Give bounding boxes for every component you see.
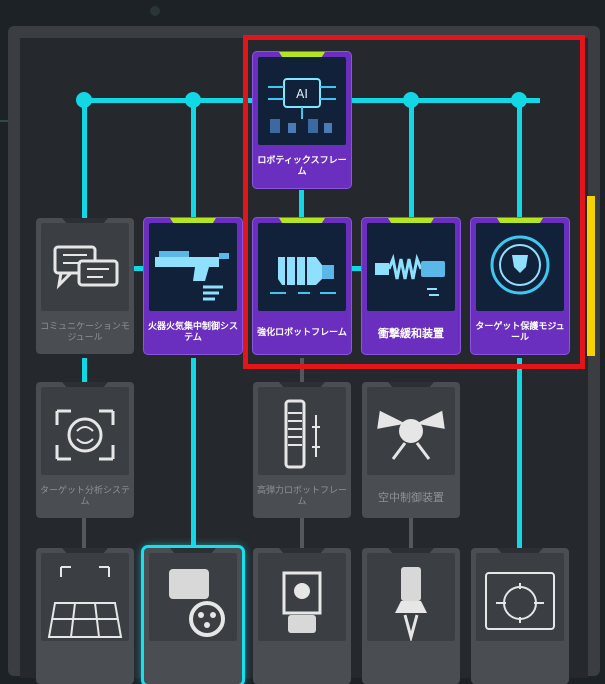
skill-card-firearms-control[interactable]: 火器火気集中制御システム — [144, 218, 242, 354]
skill-card-robotics-frame[interactable]: AI ロボティックスフレーム — [253, 52, 351, 188]
skill-card-reinforced-frame[interactable]: 強化ロボットフレーム — [253, 218, 351, 354]
scope-icon — [476, 553, 564, 641]
connector-line — [82, 98, 87, 218]
svg-text:AI: AI — [296, 87, 308, 101]
skill-card-grid-floor[interactable] — [36, 548, 134, 684]
skill-card-label: 火器火気集中制御システム — [147, 322, 238, 343]
speech-bubbles-icon — [41, 223, 129, 311]
skill-card-aerial-control[interactable]: 空中制御装置 — [362, 382, 460, 518]
connector-line-locked — [409, 518, 413, 548]
skill-card-label: ロボティックスフレーム — [257, 156, 347, 177]
grid-floor-icon — [41, 553, 129, 641]
gun-icon — [149, 223, 237, 311]
skill-card-high-elastic-frame[interactable]: 高弾力ロボットフレーム — [253, 382, 351, 518]
accent-bar — [587, 196, 595, 356]
cannon-icon — [149, 553, 237, 641]
connector-line-locked — [300, 358, 304, 384]
connector-node — [76, 92, 92, 108]
connector-line — [82, 358, 87, 384]
connector-line-locked — [82, 518, 86, 548]
connector-node — [185, 92, 201, 108]
skill-card-label: 強化ロボットフレーム — [257, 327, 347, 338]
skill-card-scope[interactable] — [471, 548, 569, 684]
skill-card-label: ターゲット分析システム — [39, 486, 130, 507]
fist-icon — [258, 223, 346, 311]
connector-line — [191, 358, 196, 548]
connector-line — [134, 266, 146, 271]
connector-line-locked — [300, 518, 304, 548]
skill-card-label: 高弾力ロボットフレーム — [256, 486, 347, 507]
skill-card-target-analysis[interactable]: ターゲット分析システム — [36, 382, 134, 518]
skill-card-communication[interactable]: コミュニケーションモジュール — [36, 218, 134, 354]
ai-chip-icon: AI — [258, 57, 346, 145]
connector-line — [352, 266, 364, 271]
connector-line — [517, 358, 522, 548]
skill-card-thruster[interactable] — [362, 548, 460, 684]
skill-card-label — [39, 646, 131, 680]
skill-card-label: 空中制御装置 — [378, 490, 444, 504]
connector-line — [299, 190, 304, 218]
skill-card-label — [365, 646, 457, 680]
skill-card-armor[interactable] — [253, 548, 351, 684]
connector-line — [517, 98, 522, 218]
connector-line — [409, 98, 414, 218]
skill-card-shock-absorber[interactable]: 衝撃緩和装置 — [362, 218, 460, 354]
skill-card-label — [256, 646, 348, 680]
skill-card-target-protection[interactable]: ターゲット保護モジュール — [471, 218, 569, 354]
skill-card-label: 衝撃緩和装置 — [378, 326, 444, 340]
skill-card-label: ターゲット保護モジュール — [475, 322, 565, 343]
thruster-icon — [367, 553, 455, 643]
connector-node — [511, 92, 527, 108]
drone-icon — [367, 387, 455, 475]
skill-card-cannon[interactable] — [144, 548, 242, 684]
coil-frame-icon — [258, 387, 346, 475]
target-brain-icon — [41, 387, 129, 475]
connector-line — [191, 98, 196, 218]
armor-icon — [258, 553, 346, 641]
background-decoration — [150, 6, 160, 16]
skill-card-label: コミュニケーションモジュール — [40, 322, 130, 343]
target-shield-icon — [476, 223, 564, 311]
connector-node — [403, 92, 419, 108]
spring-icon — [367, 223, 455, 311]
skill-card-label — [147, 646, 239, 680]
skill-card-label — [474, 646, 566, 680]
background-decoration — [0, 120, 8, 122]
